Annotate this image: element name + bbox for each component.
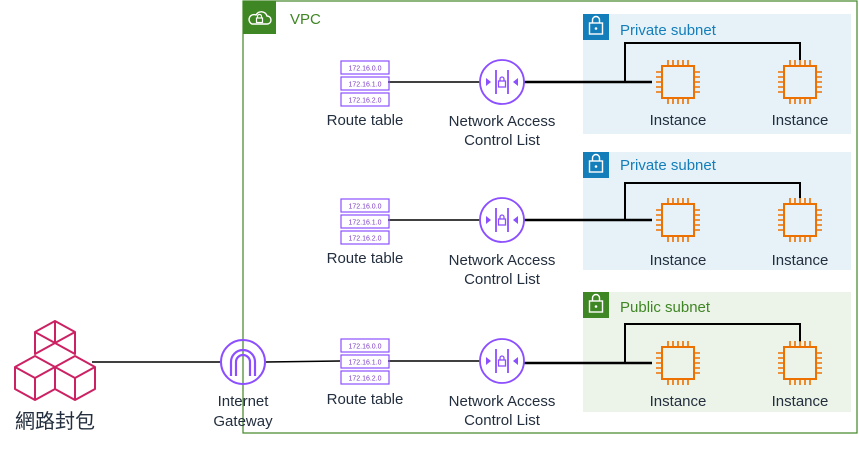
nacl-label-line1: Network Access bbox=[449, 393, 556, 410]
nacl-label-line2: Control List bbox=[464, 412, 541, 429]
route-entry: 172.16.1.0 bbox=[348, 360, 381, 367]
instance-icon bbox=[656, 60, 700, 104]
route-table-icon: 172.16.0.0 172.16.1.0 172.16.2.0 bbox=[340, 198, 390, 245]
route-entry: 172.16.2.0 bbox=[348, 98, 381, 105]
subnet-2-area bbox=[583, 152, 851, 270]
gateway-label-line1: Internet bbox=[218, 393, 270, 410]
instance-icon bbox=[656, 198, 700, 242]
instance-label: Instance bbox=[772, 252, 829, 269]
lock-icon bbox=[583, 14, 609, 40]
route-entry: 172.16.1.0 bbox=[348, 220, 381, 227]
route-table-icon: 172.16.0.0 172.16.1.0 172.16.2.0 bbox=[340, 338, 390, 385]
vpc-icon bbox=[243, 1, 276, 34]
route-table-icon: 172.16.0.0 172.16.1.0 172.16.2.0 bbox=[340, 60, 390, 107]
instance-label: Instance bbox=[650, 112, 707, 129]
nacl-label-line2: Control List bbox=[464, 271, 541, 288]
gateway-label-line2: Gateway bbox=[213, 413, 273, 430]
route-entry: 172.16.1.0 bbox=[348, 82, 381, 89]
source-label: 網路封包 bbox=[15, 409, 95, 433]
instance-label: Instance bbox=[650, 252, 707, 269]
lock-icon bbox=[583, 152, 609, 178]
lock-icon bbox=[583, 292, 609, 318]
instance-label: Instance bbox=[772, 112, 829, 129]
nacl-label-line1: Network Access bbox=[449, 113, 556, 130]
instance-label: Instance bbox=[650, 393, 707, 410]
subnet-1-label: Private subnet bbox=[620, 22, 717, 39]
subnet-1-area bbox=[583, 14, 851, 134]
subnet-3-area bbox=[583, 292, 851, 412]
packet-cubes-icon bbox=[14, 320, 96, 401]
instance-icon bbox=[778, 198, 822, 242]
internet-gateway-icon bbox=[220, 339, 266, 385]
subnet-2-label: Private subnet bbox=[620, 157, 717, 174]
nacl-icon bbox=[479, 338, 525, 384]
vpc-boundary bbox=[242, 0, 858, 434]
nacl-label-line2: Control List bbox=[464, 132, 541, 149]
nacl-icon bbox=[479, 59, 525, 105]
instance-label: Instance bbox=[772, 393, 829, 410]
nacl-icon bbox=[479, 197, 525, 243]
instance-icon bbox=[778, 60, 822, 104]
vpc-label: VPC bbox=[290, 11, 321, 28]
route-entry: 172.16.2.0 bbox=[348, 236, 381, 243]
route-table-label: Route table bbox=[327, 250, 404, 267]
subnet-3-label: Public subnet bbox=[620, 299, 711, 316]
route-entry: 172.16.2.0 bbox=[348, 376, 381, 383]
instance-icon bbox=[656, 341, 700, 385]
connections bbox=[92, 42, 801, 365]
route-entry: 172.16.0.0 bbox=[348, 204, 381, 211]
route-entry: 172.16.0.0 bbox=[348, 66, 381, 73]
route-entry: 172.16.0.0 bbox=[348, 344, 381, 351]
route-table-label: Route table bbox=[327, 391, 404, 408]
route-table-label: Route table bbox=[327, 112, 404, 129]
nacl-label-line1: Network Access bbox=[449, 252, 556, 269]
instance-icon bbox=[778, 341, 822, 385]
